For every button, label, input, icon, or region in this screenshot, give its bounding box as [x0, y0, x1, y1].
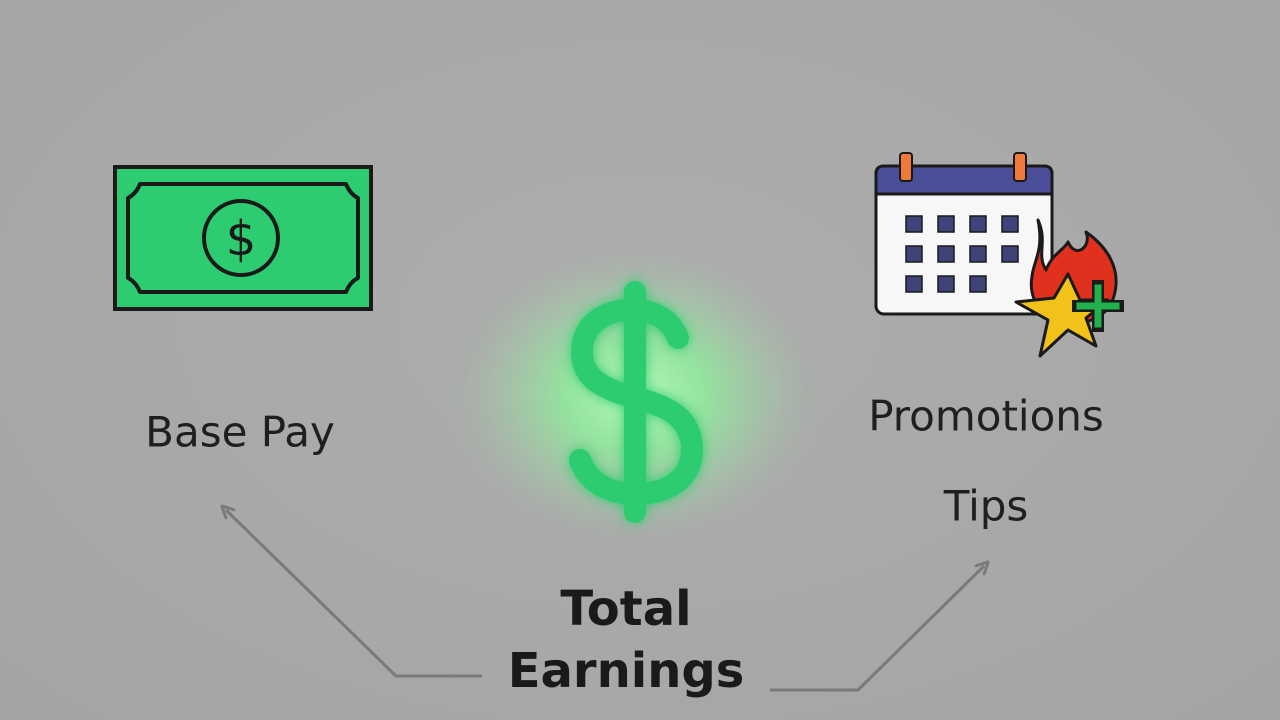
calendar-promotion-icon	[870, 150, 1140, 370]
tips-label: Tips	[943, 481, 1029, 531]
dollar-sign-icon	[430, 230, 840, 560]
total-earnings-label: Total Earnings	[508, 578, 745, 702]
arrow-to-base-pay	[226, 510, 482, 678]
dollar-bill-icon: $	[112, 164, 374, 312]
base-pay-label: Base Pay	[145, 407, 335, 457]
total-earnings-line2: Earnings	[507, 643, 745, 699]
promotions-label: Promotions	[868, 391, 1104, 441]
svg-text:$: $	[226, 211, 257, 267]
total-earnings-line1: Total	[560, 581, 692, 637]
arrow-to-tips	[770, 566, 984, 692]
